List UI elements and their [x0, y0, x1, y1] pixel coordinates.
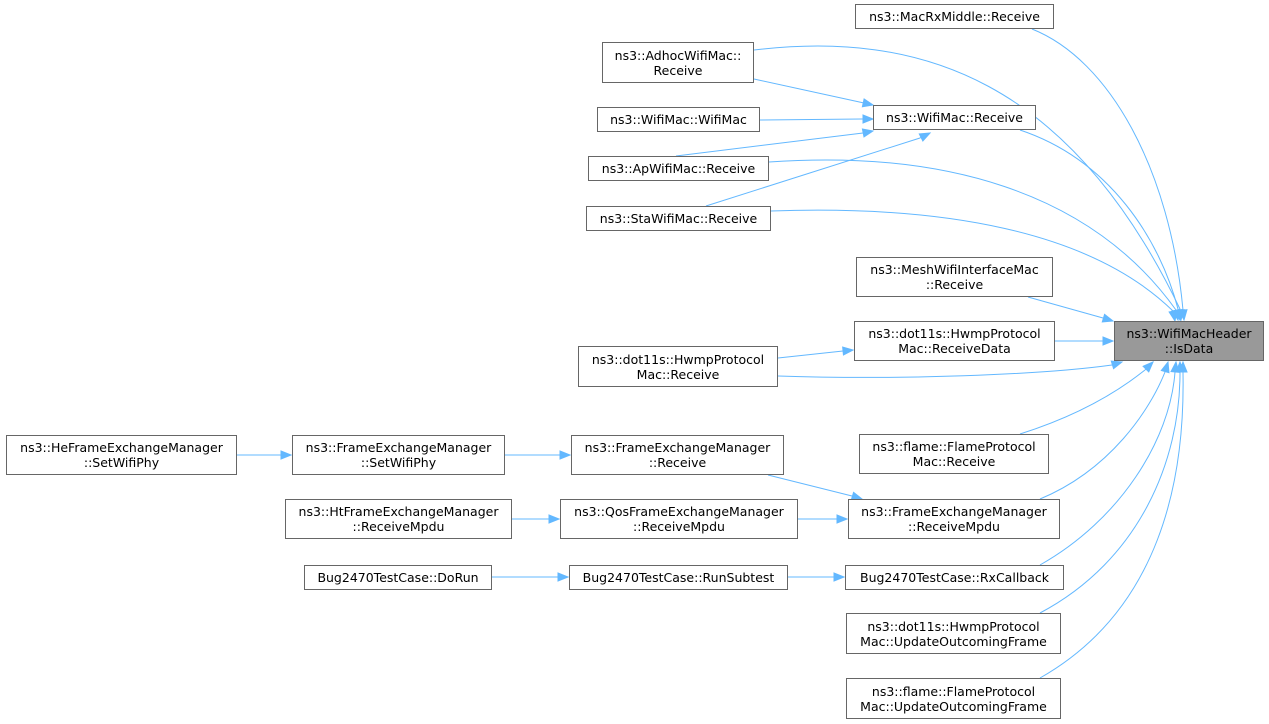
arrowhead-icon — [918, 132, 932, 142]
node-label-line: ns3::WifiMac::WifiMac — [610, 112, 747, 127]
arrowhead-icon — [1101, 313, 1115, 323]
edge-hwmpreceive-to-isdata — [777, 364, 1113, 378]
node-label-line: ns3::dot11s::HwmpProtocol — [868, 326, 1041, 341]
node-label-line: ns3::QosFrameExchangeManager — [574, 504, 784, 519]
edge-bugrxcallback-to-isdata — [1039, 371, 1176, 566]
node-label-line: ::Receive — [925, 277, 984, 292]
node-apwifimac[interactable]: ns3::ApWifiMac::Receive — [588, 156, 769, 181]
node-htfem[interactable]: ns3::HtFrameExchangeManager::ReceiveMpdu — [285, 499, 512, 539]
node-label-line: ns3::MeshWifiInterfaceMac — [870, 262, 1039, 277]
edge-wifimacreceive-to-isdata — [1019, 129, 1179, 310]
edge-macrxmiddle-to-isdata — [1031, 28, 1184, 311]
node-label-line: ::SetWifiPhy — [83, 455, 160, 470]
edge-flamereceive-to-isdata — [1019, 369, 1146, 435]
node-bugdorun[interactable]: Bug2470TestCase::DoRun — [304, 565, 492, 590]
node-label-line: ns3::FrameExchangeManager — [584, 440, 771, 455]
arrowhead-icon — [1142, 361, 1154, 373]
node-label-line: ns3::FrameExchangeManager — [861, 504, 1047, 519]
node-label-line: Receive — [653, 62, 703, 78]
node-label-line: Mac::ReceiveData — [898, 341, 1011, 356]
edge-meshwifi-to-isdata — [1027, 296, 1104, 319]
edge-hwmpupdate-to-isdata — [1039, 372, 1181, 614]
edge-femreceivempdu-to-isdata — [1039, 371, 1166, 500]
node-wifimacwifimac[interactable]: ns3::WifiMac::WifiMac — [597, 107, 760, 132]
edge-apwifimac-to-wifimacreceive — [675, 132, 864, 157]
node-label-line: ns3::HtFrameExchangeManager — [298, 504, 499, 519]
node-label-line: ns3::FrameExchangeManager — [305, 440, 492, 455]
arrowhead-icon — [861, 128, 875, 138]
arrowhead-icon — [280, 450, 293, 460]
edge-femreceive-to-femreceivempdu — [767, 474, 853, 497]
node-adhoc[interactable]: ns3::AdhocWifiMac::Receive — [602, 42, 754, 83]
arrowhead-icon — [862, 114, 875, 124]
node-femreceivempdu[interactable]: ns3::FrameExchangeManager::ReceiveMpdu — [848, 499, 1060, 539]
node-label-line: ns3::AdhocWifiMac:: — [614, 47, 742, 63]
edge-stawifimac-to-wifimacreceive — [705, 137, 921, 207]
arrowhead-icon — [548, 514, 561, 524]
node-label-line: ::ReceiveMpdu — [352, 519, 445, 534]
edge-apwifimac-to-isdata — [768, 159, 1177, 311]
arrowhead-icon — [833, 572, 846, 582]
node-label-line: ns3::StaWifiMac::Receive — [599, 211, 758, 226]
arrowhead-icon — [1160, 360, 1170, 374]
arrowhead-icon — [1178, 360, 1188, 373]
node-femreceive[interactable]: ns3::FrameExchangeManager::Receive — [571, 435, 784, 475]
edge-stawifimac-to-isdata — [770, 209, 1174, 312]
arrowhead-icon — [1110, 360, 1124, 370]
node-label-line: ::IsData — [1164, 341, 1214, 356]
arrowhead-icon — [836, 514, 849, 524]
node-label-line: ns3::dot11s::HwmpProtocol — [867, 618, 1040, 634]
node-wifimacreceive[interactable]: ns3::WifiMac::Receive — [873, 105, 1036, 130]
arrowhead-icon — [1168, 309, 1178, 323]
node-label-line: Bug2470TestCase::DoRun — [317, 570, 479, 585]
node-stawifimac[interactable]: ns3::StaWifiMac::Receive — [586, 206, 771, 231]
arrowhead-icon — [1102, 336, 1115, 346]
node-label-line: Bug2470TestCase::RxCallback — [860, 570, 1049, 585]
node-label-line: Mac::Receive — [636, 366, 720, 382]
arrowhead-icon — [842, 346, 855, 356]
node-label-line: ns3::MacRxMiddle::Receive — [869, 9, 1040, 24]
node-qosfem[interactable]: ns3::QosFrameExchangeManager::ReceiveMpd… — [560, 499, 798, 539]
node-bugrunsubtest[interactable]: Bug2470TestCase::RunSubtest — [569, 565, 788, 590]
node-label-line: ns3::WifiMacHeader — [1126, 326, 1252, 341]
edge-adhoc-to-isdata — [753, 45, 1181, 310]
arrowhead-icon — [557, 572, 570, 582]
node-label-line: ns3::flame::FlameProtocol — [872, 439, 1036, 454]
node-macrxmiddle[interactable]: ns3::MacRxMiddle::Receive — [855, 4, 1054, 29]
node-hefem[interactable]: ns3::HeFrameExchangeManager::SetWifiPhy — [6, 435, 237, 475]
edge-flameupdate-to-isdata — [1039, 372, 1184, 679]
node-label-line: ::Receive — [648, 455, 707, 470]
node-femsetwifiphy[interactable]: ns3::FrameExchangeManager::SetWifiPhy — [292, 435, 505, 475]
node-label-line: ns3::dot11s::HwmpProtocol — [591, 351, 765, 367]
edge-wifimacwifimac-to-wifimacreceive — [759, 118, 863, 121]
node-isdata[interactable]: ns3::WifiMacHeader::IsData — [1114, 321, 1264, 361]
arrowhead-icon — [861, 98, 875, 108]
node-label-line: ns3::flame::FlameProtocol — [871, 683, 1036, 699]
node-label-line: Mac::UpdateOutcomingFrame — [860, 698, 1047, 714]
node-label-line: Mac::Receive — [912, 454, 996, 469]
node-label-line: ::ReceiveMpdu — [633, 519, 725, 534]
edge-adhoc-to-wifimacreceive — [753, 78, 865, 104]
node-label-line: ns3::HeFrameExchangeManager — [20, 440, 223, 455]
node-label-line: ns3::ApWifiMac::Receive — [601, 161, 756, 176]
node-label-line: Mac::UpdateOutcomingFrame — [860, 633, 1047, 649]
node-bugrxcallback[interactable]: Bug2470TestCase::RxCallback — [845, 565, 1064, 590]
node-label-line: ::ReceiveMpdu — [908, 519, 1000, 534]
node-label-line: ns3::WifiMac::Receive — [886, 110, 1023, 125]
arrowhead-icon — [559, 450, 572, 460]
edge-hwmpreceive-to-hwmpreceivedata — [777, 350, 844, 359]
node-label-line: ::SetWifiPhy — [360, 455, 437, 470]
node-meshwifi[interactable]: ns3::MeshWifiInterfaceMac::Receive — [856, 257, 1053, 297]
node-label-line: Bug2470TestCase::RunSubtest — [582, 570, 775, 585]
